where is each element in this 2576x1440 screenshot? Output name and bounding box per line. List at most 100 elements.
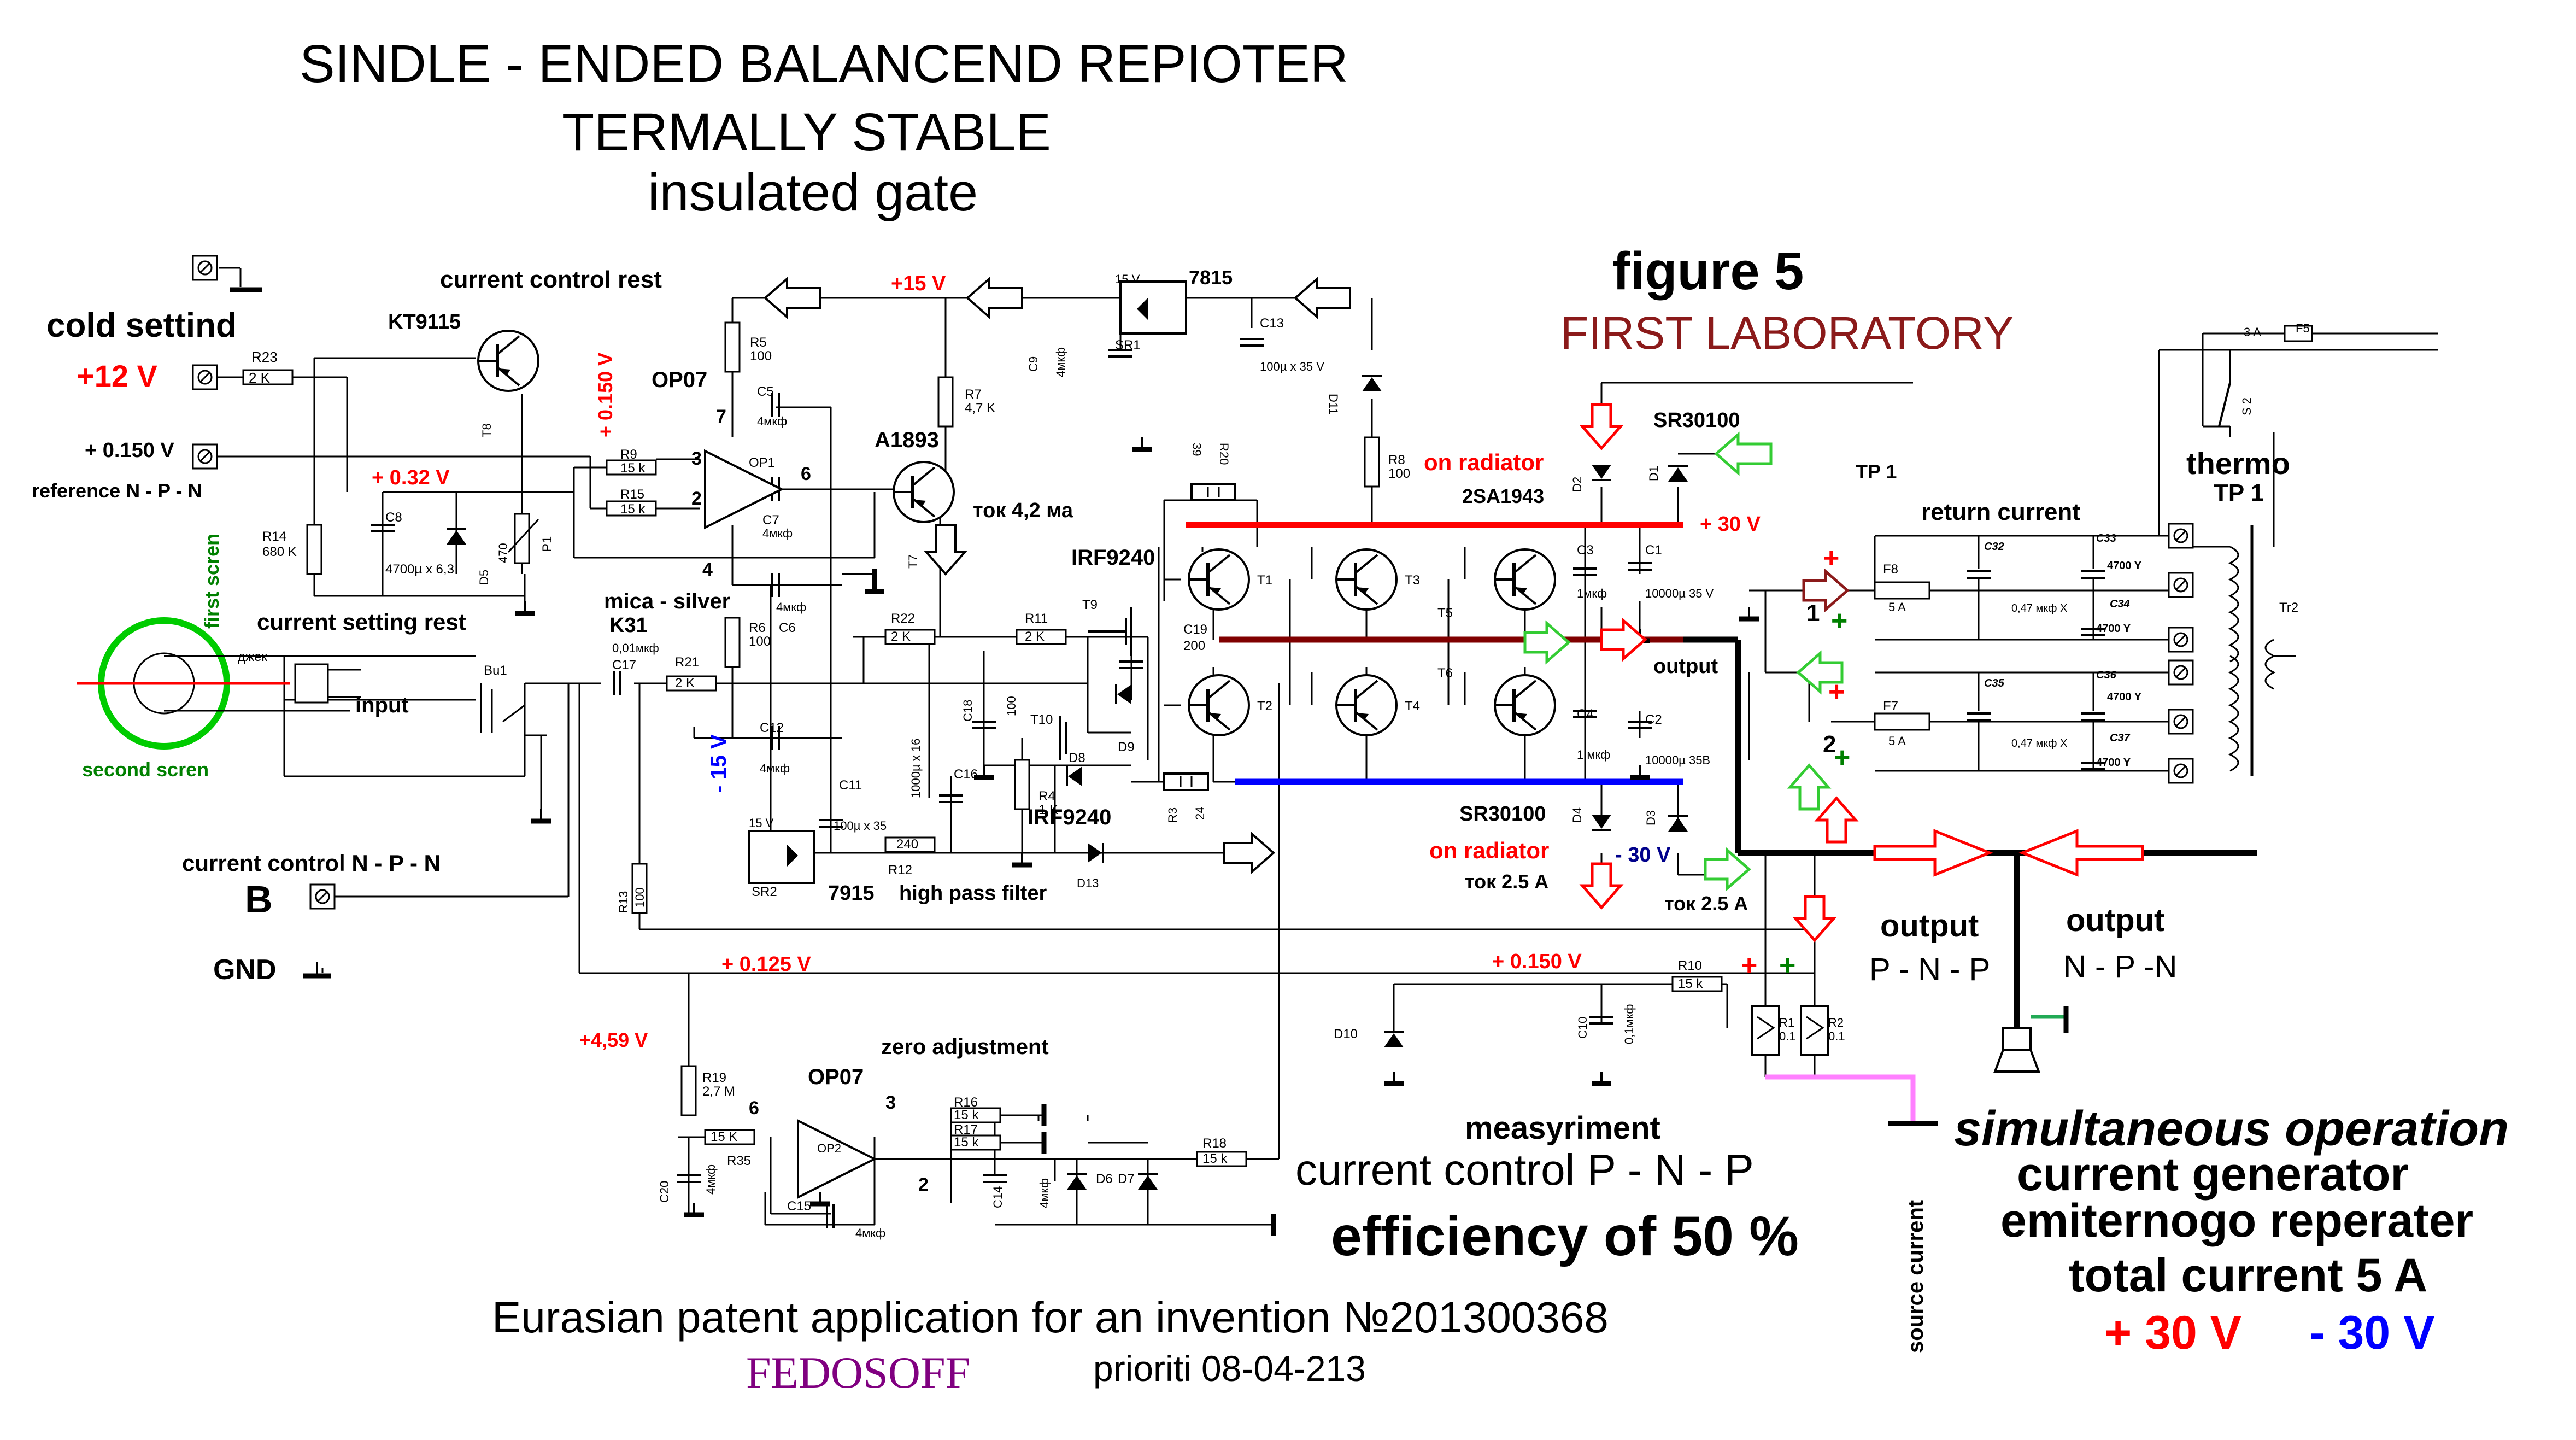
source-current-wire — [1765, 1074, 1916, 1121]
output-npn-label: output — [2066, 903, 2165, 938]
value-R17: 15 k — [954, 1135, 979, 1150]
label-1: 1 — [1806, 600, 1820, 627]
output-mid-label: output — [1653, 655, 1718, 678]
minus30-big-label: - 30 V — [2309, 1307, 2435, 1359]
transistor-T4 — [1336, 675, 1396, 735]
label-C14: C14 — [991, 1186, 1005, 1208]
value-C20: 4мкф — [704, 1164, 718, 1195]
label-R23: R23 — [251, 349, 278, 365]
label-C32: C32 — [1984, 541, 2004, 553]
plus0150-vert-label: + 0.150 V — [594, 352, 617, 437]
label-D11: D11 — [1327, 394, 1340, 415]
label-R15: R15 — [620, 487, 645, 502]
label-R16: R16 — [954, 1095, 978, 1110]
label-C2: C2 — [1645, 712, 1662, 727]
label-Tr2: Tr2 — [2279, 600, 2299, 615]
label-D10: D10 — [1334, 1027, 1358, 1041]
colored-arrows — [1523, 403, 2144, 943]
label-C33: C33 — [2096, 532, 2116, 545]
label-T9: T9 — [1082, 598, 1098, 612]
v7915-label: 7915 — [828, 882, 875, 905]
label-C16: C16 — [954, 767, 978, 782]
transistor-T5 — [1495, 549, 1555, 610]
regulator-SR2 — [748, 830, 815, 884]
current-control-rest-label: current control rest — [440, 266, 662, 293]
transistor-T8 — [478, 331, 538, 391]
speaker-icon — [1993, 1006, 2069, 1073]
label-C11: C11 — [839, 778, 862, 793]
terminal-ref — [192, 443, 218, 470]
label-C13: C13 — [1260, 316, 1284, 331]
value-F5: 3 A — [2244, 325, 2261, 339]
a1893-label: A1893 — [875, 428, 939, 452]
value-F8: 5 A — [1888, 600, 1906, 614]
mica-label: mica - silver — [604, 589, 731, 613]
label-T6: T6 — [1437, 666, 1453, 681]
kt9115-label: KT9115 — [388, 311, 461, 333]
npn-label: N - P -N — [2063, 949, 2178, 985]
label-C15: C15 — [787, 1199, 812, 1214]
value-R7: 4,7 K — [965, 401, 996, 415]
value-R13: 100 — [633, 887, 647, 908]
label-D4: D4 — [1570, 807, 1584, 823]
transistors — [478, 331, 1555, 735]
value-C1: 10000µ 35 V — [1645, 587, 1714, 600]
value-R16: 15 k — [954, 1108, 979, 1122]
fuse-F7 — [1874, 712, 1930, 731]
plus-mark-2: + — [1831, 605, 1848, 637]
value-R6: 100 — [749, 634, 771, 649]
output-pnp-label: output — [1880, 908, 1979, 944]
tp1b-label: TP 1 — [2214, 479, 2264, 506]
op07b-label: OP07 — [808, 1065, 864, 1089]
label-D8: D8 — [1069, 751, 1085, 765]
on-radiator-top-label: on radiator — [1424, 449, 1544, 475]
patent-label: Eurasian patent application for an inven… — [492, 1293, 1609, 1342]
pin-2: 2 — [691, 488, 702, 509]
label-Bu1: Bu1 — [484, 663, 507, 678]
pin-7: 7 — [716, 406, 726, 427]
sa1943-label: 2SA1943 — [1462, 485, 1545, 507]
label-R17: R17 — [954, 1122, 978, 1137]
plus15-label: +15 V — [891, 272, 946, 295]
label-T10: T10 — [1030, 712, 1053, 727]
label-R6: R6 — [749, 621, 766, 635]
value-R8: 100 — [1388, 466, 1411, 481]
label-D7: D7 — [1118, 1172, 1135, 1186]
label-C10: C10 — [1576, 1016, 1589, 1039]
high-pass-label: high pass filter — [899, 882, 1047, 905]
value-C34x: 0,47 мкф X — [2011, 602, 2068, 614]
label-C19: C19 — [1183, 622, 1208, 637]
label-F5: F5 — [2296, 321, 2310, 335]
label-D3: D3 — [1644, 810, 1658, 826]
plus12-label: +12 V — [77, 359, 157, 393]
thermo-label: thermo — [2186, 446, 2290, 481]
value-C34: 4700 Y — [2096, 623, 2131, 635]
value-C19: 200 — [1183, 639, 1206, 653]
transistor-T1 — [1189, 549, 1249, 610]
value-C5: 4мкф — [757, 414, 788, 428]
label-D6: D6 — [1096, 1172, 1113, 1186]
efficiency-label: efficiency of 50 % — [1331, 1205, 1799, 1267]
label-OP1: OP1 — [749, 455, 776, 470]
label-D2: D2 — [1570, 476, 1584, 492]
value-R20: 39 — [1190, 443, 1204, 456]
label-R13: R13 — [617, 891, 630, 913]
value-R18: 15 k — [1202, 1151, 1228, 1166]
label-SR1: SR1 — [1115, 338, 1141, 353]
plus-mark-5: + — [1741, 950, 1758, 981]
resistor-R1 — [1751, 1005, 1780, 1056]
label-C6: C6 — [779, 621, 796, 635]
fuse-F5 — [2284, 325, 2313, 342]
minus15-label: - 15 V — [707, 734, 731, 793]
plus032-label: + 0.32 V — [372, 466, 450, 489]
mosfets — [1059, 607, 1132, 760]
value-C14: 4мкф — [1037, 1178, 1051, 1208]
label-T7: T7 — [906, 554, 920, 569]
label-C18: C18 — [961, 699, 975, 722]
value-R15: 15 k — [620, 502, 646, 517]
plus0125-label: + 0.125 V — [721, 953, 811, 976]
value-R23: 2 K — [249, 370, 271, 386]
label-R14: R14 — [262, 529, 287, 544]
plus-mark-6: + — [1779, 950, 1796, 981]
gnd-label: GND — [213, 954, 277, 986]
